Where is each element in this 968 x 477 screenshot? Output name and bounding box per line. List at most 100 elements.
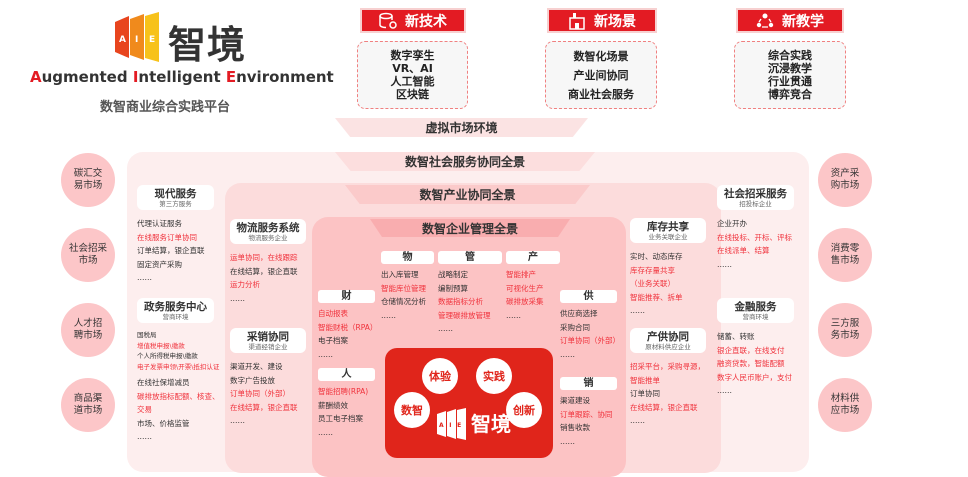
core-name: 智境 — [471, 412, 511, 436]
list-item: 数字广告投放 — [230, 375, 275, 385]
cai-list: 自动报表智能财税（RPA）电子档案…… — [318, 307, 378, 361]
logo-name: 智境 — [168, 23, 247, 67]
finance-title-card: 金融服务营商环境 — [717, 298, 794, 323]
svg-text:E: E — [149, 35, 155, 45]
list-item: 销售收款 — [560, 423, 590, 432]
core-mark-letters: AIE — [439, 422, 467, 429]
supply-block: 产供协同原材料供应企业招采平台，采购寻源，智能推单订单协同在线结算，银企直联…… — [630, 328, 706, 428]
gong-block: 供供应商选择采购合同订单协同（外部）…… — [560, 290, 620, 361]
block-title: 财 — [341, 291, 352, 302]
pillar-item: 人工智能 — [390, 75, 435, 88]
list-item: 智能招聘(RPA) — [318, 387, 369, 396]
pillar-item: 博弈竞合 — [768, 88, 812, 101]
market-circle: 人才招聘市场 — [61, 303, 115, 357]
block-subtitle: 营商环境 — [162, 313, 189, 321]
pillar-new-tech: 新技术 — [360, 8, 466, 33]
pillar-item: VR、AI — [392, 62, 433, 75]
bubble-experience: 体验 — [422, 358, 458, 394]
inventory-title-card: 库存共享业务关联企业 — [630, 218, 706, 243]
list-item: …… — [381, 310, 396, 320]
gov-list: 在线社保增减员碳排放指标配额、核查、交易市场、价格监管…… — [137, 376, 220, 444]
list-item: 固定资产采购 — [137, 259, 182, 269]
block-title: 销 — [583, 378, 594, 389]
list-item: 渠道开发、建设 — [230, 362, 283, 371]
aie-core-box: 体验 实践 数智 创新 AIE 智境 — [385, 348, 553, 458]
list-item: 代理认证服务 — [137, 219, 182, 228]
list-item: …… — [438, 324, 453, 333]
list-item: 电子发票申领\开票\抵扣认证 — [137, 362, 220, 371]
database-gear-icon — [379, 12, 397, 29]
finance-block: 金融服务营商环境储蓄、转账银企直联，在线支付融资贷款，智能配额数字人民币账户，支… — [717, 298, 794, 398]
sales-list: 渠道开发、建设数字广告投放订单协同（外部）在线结算，银企直联…… — [230, 360, 306, 428]
list-item: …… — [506, 310, 521, 320]
list-item: 出入库管理 — [381, 270, 419, 279]
list-item: 在线派单、结算 — [717, 246, 770, 255]
pillar-new-teaching: 新教学 — [736, 8, 844, 33]
list-item: 仓储情况分析 — [381, 297, 426, 306]
guan-title-card: 管 — [438, 251, 502, 264]
block-title: 管 — [465, 252, 475, 263]
guan-block: 管战略制定编制预算数据指标分析管理碳排放管理…… — [438, 251, 502, 336]
list-item: 订单结算，银企直联 — [137, 246, 205, 255]
list-item: 薪酬绩效 — [318, 400, 348, 410]
sales-title-card: 采销协同渠道经销企业 — [230, 328, 306, 353]
chan-block: 产智能排产可视化生产碳排放采集…… — [506, 251, 560, 322]
logistics-title-card: 物流服务系统物流服务企业 — [230, 219, 306, 244]
social-panel-title: 数智社会服务协同全景 — [335, 152, 595, 171]
gov-title-card: 政务服务中心营商环境 — [137, 298, 214, 323]
list-item: …… — [230, 293, 245, 303]
block-subtitle: 物流服务企业 — [248, 234, 288, 242]
list-item: 在线投标、开标、评标 — [717, 232, 792, 242]
industry-panel-title: 数智产业协同全景 — [345, 185, 590, 204]
list-item: 智能排产 — [506, 270, 536, 279]
list-item: 电子档案 — [318, 336, 348, 345]
xiao-list: 渠道建设订单跟踪、协同销售收款…… — [560, 394, 617, 448]
list-item: 储蓄、转账 — [717, 332, 755, 341]
bubble-practice: 实践 — [476, 358, 512, 394]
list-item: 数据指标分析 — [438, 297, 483, 306]
list-item: 在线结算，银企直联 — [230, 266, 298, 276]
list-item: 增值税申报\缴款 — [137, 341, 185, 350]
list-item: 智能财税（RPA） — [318, 322, 378, 332]
wu-title-card: 物 — [381, 251, 434, 264]
block-title: 采销协同 — [247, 331, 289, 343]
list-item: 采购合同 — [560, 322, 590, 332]
logistics-list: 运单协同，在线跟踪在线结算，银企直联运力分析…… — [230, 251, 306, 305]
wu-list: 出入库管理智能库位管理仓储情况分析…… — [381, 268, 434, 322]
svg-text:I: I — [135, 35, 138, 45]
sales-block: 采销协同渠道经销企业渠道开发、建设数字广告投放订单协同（外部）在线结算，银企直联… — [230, 328, 306, 428]
xiao-block: 销渠道建设订单跟踪、协同销售收款…… — [560, 377, 617, 448]
block-title: 物流服务系统 — [236, 222, 300, 234]
pillar-item: 数智化场景 — [573, 49, 629, 63]
pillar-item: 行业贯通 — [768, 75, 812, 88]
modern-list: 代理认证服务在线服务订单协同订单结算，银企直联固定资产采购…… — [137, 217, 214, 285]
list-item: 在线服务订单协同 — [137, 232, 197, 242]
pillar-new-scene: 新场景 — [547, 8, 657, 33]
list-item: 个人所得税申报\缴款 — [137, 352, 198, 360]
block-title: 现代服务 — [154, 188, 197, 200]
list-item: 可视化生产 — [506, 283, 544, 293]
list-item: …… — [230, 416, 245, 425]
list-item: 在线社保增减员 — [137, 378, 190, 387]
aie-logo-icon: A I E — [115, 12, 159, 62]
block-subtitle: 业务关联企业 — [648, 233, 688, 241]
block-subtitle: 第三方服务 — [159, 200, 192, 208]
pillar-item: 数字孪生 — [390, 49, 435, 62]
pillar-item: 商业社会服务 — [568, 87, 634, 101]
list-item: 银企直联，在线支付 — [717, 345, 785, 355]
tender-block: 社会招采服务招投标企业企业开办在线投标、开标、评标在线派单、结算…… — [717, 185, 794, 271]
list-item: 实时、动态库存 — [630, 252, 683, 261]
pillar-item: 综合实践 — [768, 49, 812, 62]
list-item: …… — [318, 427, 333, 437]
market-circle: 消费零售市场 — [818, 228, 872, 282]
block-subtitle: 原材料供应企业 — [645, 343, 691, 351]
wu-block: 物出入库管理智能库位管理仓储情况分析…… — [381, 251, 434, 322]
pillar-items-new-teaching: 综合实践沉浸教学行业贯通博弈竞合 — [734, 41, 846, 109]
factory-icon — [569, 12, 585, 30]
block-title: 库存共享 — [647, 221, 689, 233]
inventory-block: 库存共享业务关联企业实时、动态库存库存存量共享（业务关联）智能推荐、拆单…… — [630, 218, 706, 318]
list-item: 编制预算 — [438, 283, 468, 293]
bubble-innovation: 创新 — [506, 392, 542, 428]
block-title: 供 — [583, 291, 594, 302]
